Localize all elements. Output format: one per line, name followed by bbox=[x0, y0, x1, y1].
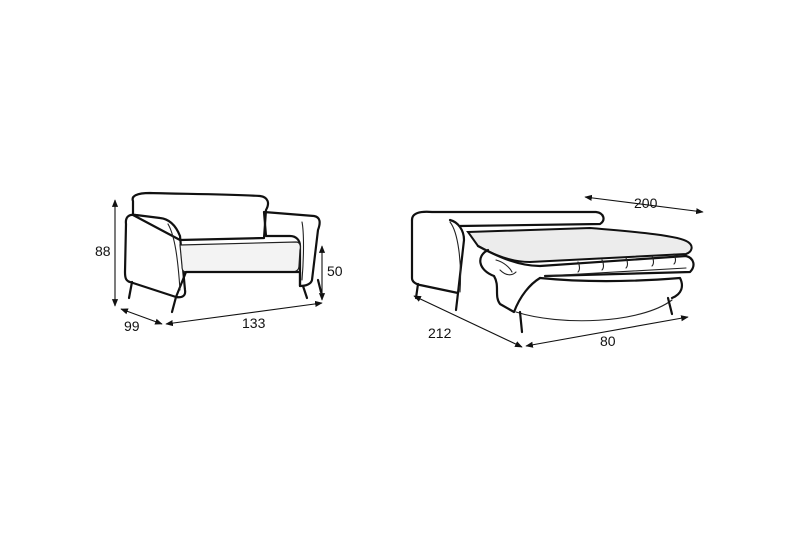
sofa-base bbox=[174, 270, 302, 299]
sofa-bed-leg bbox=[666, 296, 674, 316]
sofa-leg bbox=[127, 280, 134, 300]
sofa-bed-hinge bbox=[495, 259, 513, 273]
sofa-bed-hinge bbox=[499, 269, 517, 276]
sofa-leg bbox=[170, 295, 178, 314]
sofa-bed-slat bbox=[651, 255, 655, 267]
sofa-bed-back bbox=[410, 210, 605, 228]
seat-height-label: 50 bbox=[327, 263, 343, 279]
sofa-bed-leg bbox=[414, 282, 420, 300]
sofa-bed-frame-front bbox=[538, 276, 683, 300]
sofa-right-arm bbox=[262, 210, 321, 288]
sofa-seat-cushion bbox=[179, 241, 301, 273]
bed-length-label: 200 bbox=[634, 195, 658, 211]
sofa-bed-underside bbox=[515, 299, 673, 322]
sofa-leg bbox=[316, 278, 323, 294]
sofa-bed-leg bbox=[454, 291, 460, 312]
total-depth-label: 212 bbox=[428, 325, 452, 341]
sofa-bed-dimensions: 200 212 80 bbox=[413, 194, 704, 349]
sofa-bed-slat bbox=[601, 259, 605, 271]
width-label: 133 bbox=[242, 315, 266, 331]
sofa-bed-left-arm bbox=[410, 218, 466, 295]
depth-dimension-line bbox=[120, 308, 163, 325]
sofa-arm-seam bbox=[167, 223, 181, 291]
height-label: 88 bbox=[95, 243, 111, 259]
sofa-bed-slat bbox=[673, 253, 677, 265]
sofa-bed-fold-line bbox=[544, 267, 687, 277]
sofa-left-arm bbox=[123, 213, 187, 299]
bed-length-dimension-line bbox=[584, 194, 704, 215]
sofa-bed-arm-seam bbox=[449, 221, 462, 293]
sofa-bed-mattress-edge bbox=[476, 244, 695, 278]
depth-label: 99 bbox=[124, 318, 140, 334]
sofa-bed-frame bbox=[479, 248, 542, 314]
sofa-leg bbox=[301, 284, 309, 300]
sofa-bed-drawing bbox=[410, 210, 695, 334]
sofa-bed-slat bbox=[625, 257, 629, 269]
sofa-back-cushion bbox=[131, 191, 270, 242]
sofa-bed-slat bbox=[577, 261, 581, 273]
sofa-dimensions: 88 50 99 133 bbox=[95, 199, 343, 334]
bed-width-dimension-line bbox=[525, 315, 689, 348]
sofa-bed-leg bbox=[518, 310, 524, 334]
sofa-arm-seam-right bbox=[301, 221, 305, 281]
total-depth-dimension-line bbox=[413, 295, 523, 348]
bed-width-label: 80 bbox=[600, 333, 616, 349]
sofa-drawing bbox=[123, 191, 323, 314]
width-dimension-line bbox=[165, 300, 323, 327]
